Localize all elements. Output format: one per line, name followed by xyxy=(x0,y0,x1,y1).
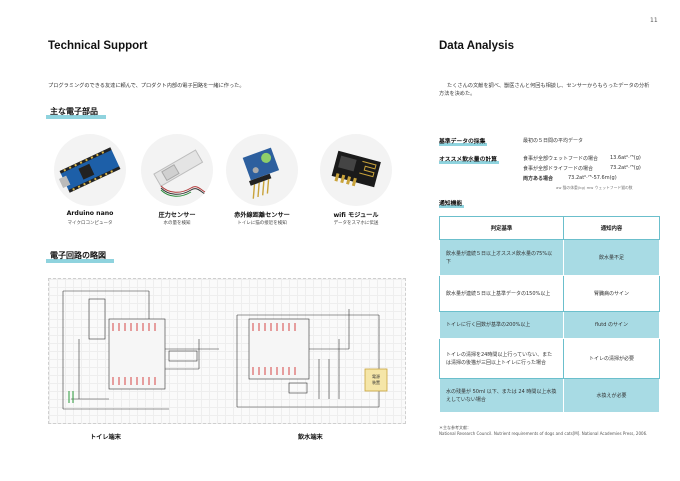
footnote-text: National Research Council. Nutrient requ… xyxy=(439,431,648,436)
table-cell-notice: 腎臓病のサイン xyxy=(563,275,660,312)
data-analysis-intro: たくさんの文献を調べ、獣医さんと何回も相談し、センサーからもらったデータの分析方… xyxy=(439,83,650,97)
component-name-infrared-sensor: 赤外線距離センサー xyxy=(234,212,290,219)
table-row: トイレに行く回数が基準の200%以上 flutd のサイン xyxy=(439,311,660,339)
water-row-dry-text: 食事が全部ドライフードの場合 xyxy=(523,166,594,172)
components-heading: 主な電子部品 xyxy=(46,107,106,119)
water-row-wet-text: 食事が全部ウェットフードの場合 xyxy=(523,156,599,162)
table-row: 飲水量が連続５日以上オススメ飲水量の75%以下 飲水量不足 xyxy=(439,239,660,276)
table-row: 飲水量が連続５日以上基準データの150%以上 腎臓病のサイン xyxy=(439,275,660,312)
page-number: 11 xyxy=(650,17,658,24)
table-cell-criterion: トイレの清掃を24時間以上行っていない、または清掃の後猫が三回以上トイレに行った… xyxy=(439,338,564,379)
arduino-nano-image xyxy=(54,134,126,206)
water-calc-label: オススメ飲水量の計算 xyxy=(439,154,499,164)
component-desc-arduino: マイクロコンピュータ xyxy=(67,221,113,226)
component-desc-pressure-sensor: 水の量を検知 xyxy=(163,221,191,226)
footnote-title: ＊主な参考文献： xyxy=(439,425,471,430)
notification-table: 判定基準 通知内容 飲水量が連続５日以上オススメ飲水量の75%以下 飲水量不足 … xyxy=(439,216,660,413)
wifi-module-image xyxy=(320,134,392,206)
technical-support-title: Technical Support xyxy=(48,40,148,52)
water-row-both-value: 73.2at⁰·⁷⁵-57.6m(g) xyxy=(568,175,617,181)
water-row-dry-value: 73.2at⁰·⁷⁵(g) xyxy=(610,165,641,171)
table-row: 水の残量が 50ml 以下、または 24 時間以上水換えしていない場合 水換えが… xyxy=(439,378,660,413)
svg-text:電源: 電源 xyxy=(372,373,380,379)
component-name-wifi-module: wifi モジュール xyxy=(333,212,379,219)
table-cell-notice: トイレの清掃が必要 xyxy=(563,338,660,379)
water-row-both-text: 両方ある場合 xyxy=(523,176,554,182)
table-cell-criterion: 水の残量が 50ml 以下、または 24 時間以上水換えしていない場合 xyxy=(439,378,564,413)
circuit-diagram: 電源 装置 xyxy=(48,278,406,424)
notify-label: 通知機能 xyxy=(439,198,465,208)
table-header-criteria: 判定基準 xyxy=(439,216,564,240)
component-desc-wifi-module: データをスマホに伝送 xyxy=(333,221,379,226)
table-cell-criterion: 飲水量が連続５日以上基準データの150%以上 xyxy=(439,275,564,312)
component-name-arduino: Arduino nano xyxy=(66,210,114,217)
table-cell-notice: 水換えが必要 xyxy=(563,378,660,413)
component-name-pressure-sensor: 圧力センサー xyxy=(158,212,196,219)
table-cell-notice: flutd のサイン xyxy=(563,311,660,339)
table-cell-criterion: トイレに行く回数が基準の200%以上 xyxy=(439,311,564,339)
infrared-sensor-image xyxy=(226,134,298,206)
svg-text:装置: 装置 xyxy=(372,379,380,385)
toilet-terminal-caption: トイレ端末 xyxy=(90,434,121,441)
component-desc-infrared-sensor: トイレに猫の接近を検知 xyxy=(237,221,287,226)
water-terminal-caption: 飲水端末 xyxy=(298,434,323,441)
technical-support-intro: プログラミングのできる友達に頼んで、プロダクト内部の電子回路を一緒に作った。 xyxy=(48,83,245,89)
table-cell-criterion: 飲水量が連続５日以上オススメ飲水量の75%以下 xyxy=(439,239,564,276)
legend-note: aw 猫の体重(kg) mw ウェットフード猫の数 xyxy=(556,185,633,190)
circuit-heading: 電子回路の略図 xyxy=(46,251,114,263)
pressure-sensor-image xyxy=(141,134,213,206)
table-header-notice: 通知内容 xyxy=(563,216,660,240)
water-row-wet-value: 13.6at⁰·⁷⁵(g) xyxy=(610,155,641,161)
criteria-value: 最初の５日間の平均データ xyxy=(523,138,584,144)
criteria-label: 基準データの採集 xyxy=(439,136,488,146)
table-row: トイレの清掃を24時間以上行っていない、または清掃の後猫が三回以上トイレに行った… xyxy=(439,338,660,379)
table-cell-notice: 飲水量不足 xyxy=(563,239,660,276)
data-analysis-title: Data Analysis xyxy=(439,40,514,52)
